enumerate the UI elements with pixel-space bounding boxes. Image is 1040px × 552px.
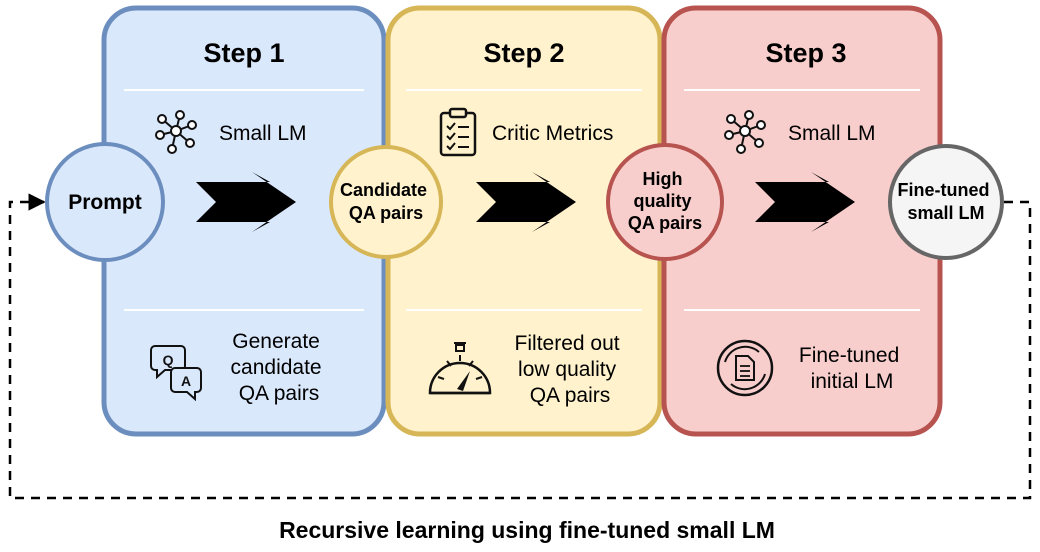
prompt-label-line: Prompt (68, 191, 142, 214)
step3-bottom-line-2: initial LM (811, 370, 894, 393)
step1-bottom-line-2: candidate (231, 356, 322, 379)
finetuned-lm-label: Fine-tuned small LM (897, 180, 994, 223)
step1-arrow (196, 172, 296, 232)
finetuned-lm-line-1: Fine-tuned (897, 180, 989, 200)
feedback-caption: Recursive learning using fine-tuned smal… (279, 517, 775, 543)
qa-chat-icon: Q A (150, 345, 202, 402)
step2-bottom-line-2: low quality (518, 358, 617, 381)
finetuned-lm-node (888, 144, 1004, 260)
step1-bottom-line-3: QA pairs (239, 382, 320, 405)
step2-bottom-line-1: Filtered out (515, 332, 620, 355)
high-quality-qa-line-3: QA pairs (628, 213, 702, 233)
high-quality-qa-line-1: High (642, 169, 682, 189)
candidate-qa-label: Candidate QA pairs (340, 180, 432, 223)
step2-bottom-line-3: QA pairs (530, 384, 611, 407)
high-quality-qa-label: High quality QA pairs (628, 169, 702, 233)
candidate-qa-line-1: Candidate (340, 180, 427, 200)
step1-title: Step 1 (203, 38, 284, 68)
step1-bottom-line-1: Generate (232, 330, 320, 353)
step1-top-label: Small LM (219, 122, 307, 145)
step2-arrow (476, 172, 576, 232)
svg-text:Q: Q (163, 352, 174, 368)
finetuned-lm-line-2: small LM (907, 203, 984, 223)
step2-bottom-label: Filtered out low quality QA pairs (515, 332, 626, 407)
candidate-qa-node (329, 145, 443, 259)
step2-title: Step 2 (483, 38, 564, 68)
step3-arrow (755, 172, 855, 232)
speedometer-icon (428, 342, 492, 395)
svg-text:A: A (181, 373, 191, 389)
step3-bottom-line-1: Fine-tuned (799, 344, 899, 367)
high-quality-qa-line-2: quality (633, 191, 691, 211)
step2-top-label: Critic Metrics (492, 122, 613, 145)
prompt-node (45, 142, 165, 262)
step1-bottom-label: Generate candidate QA pairs (231, 330, 328, 405)
document-cycle-icon (716, 339, 774, 397)
candidate-qa-line-2: QA pairs (349, 203, 423, 223)
clipboard-checklist-icon (439, 107, 477, 157)
feedback-loop-path (8, 193, 1032, 500)
step3-top-label: Small LM (788, 122, 876, 145)
step3-title: Step 3 (765, 38, 846, 68)
prompt-label: Prompt (68, 191, 142, 214)
high-quality-qa-node (606, 143, 724, 261)
step3-bottom-label: Fine-tuned initial LM (799, 344, 905, 393)
